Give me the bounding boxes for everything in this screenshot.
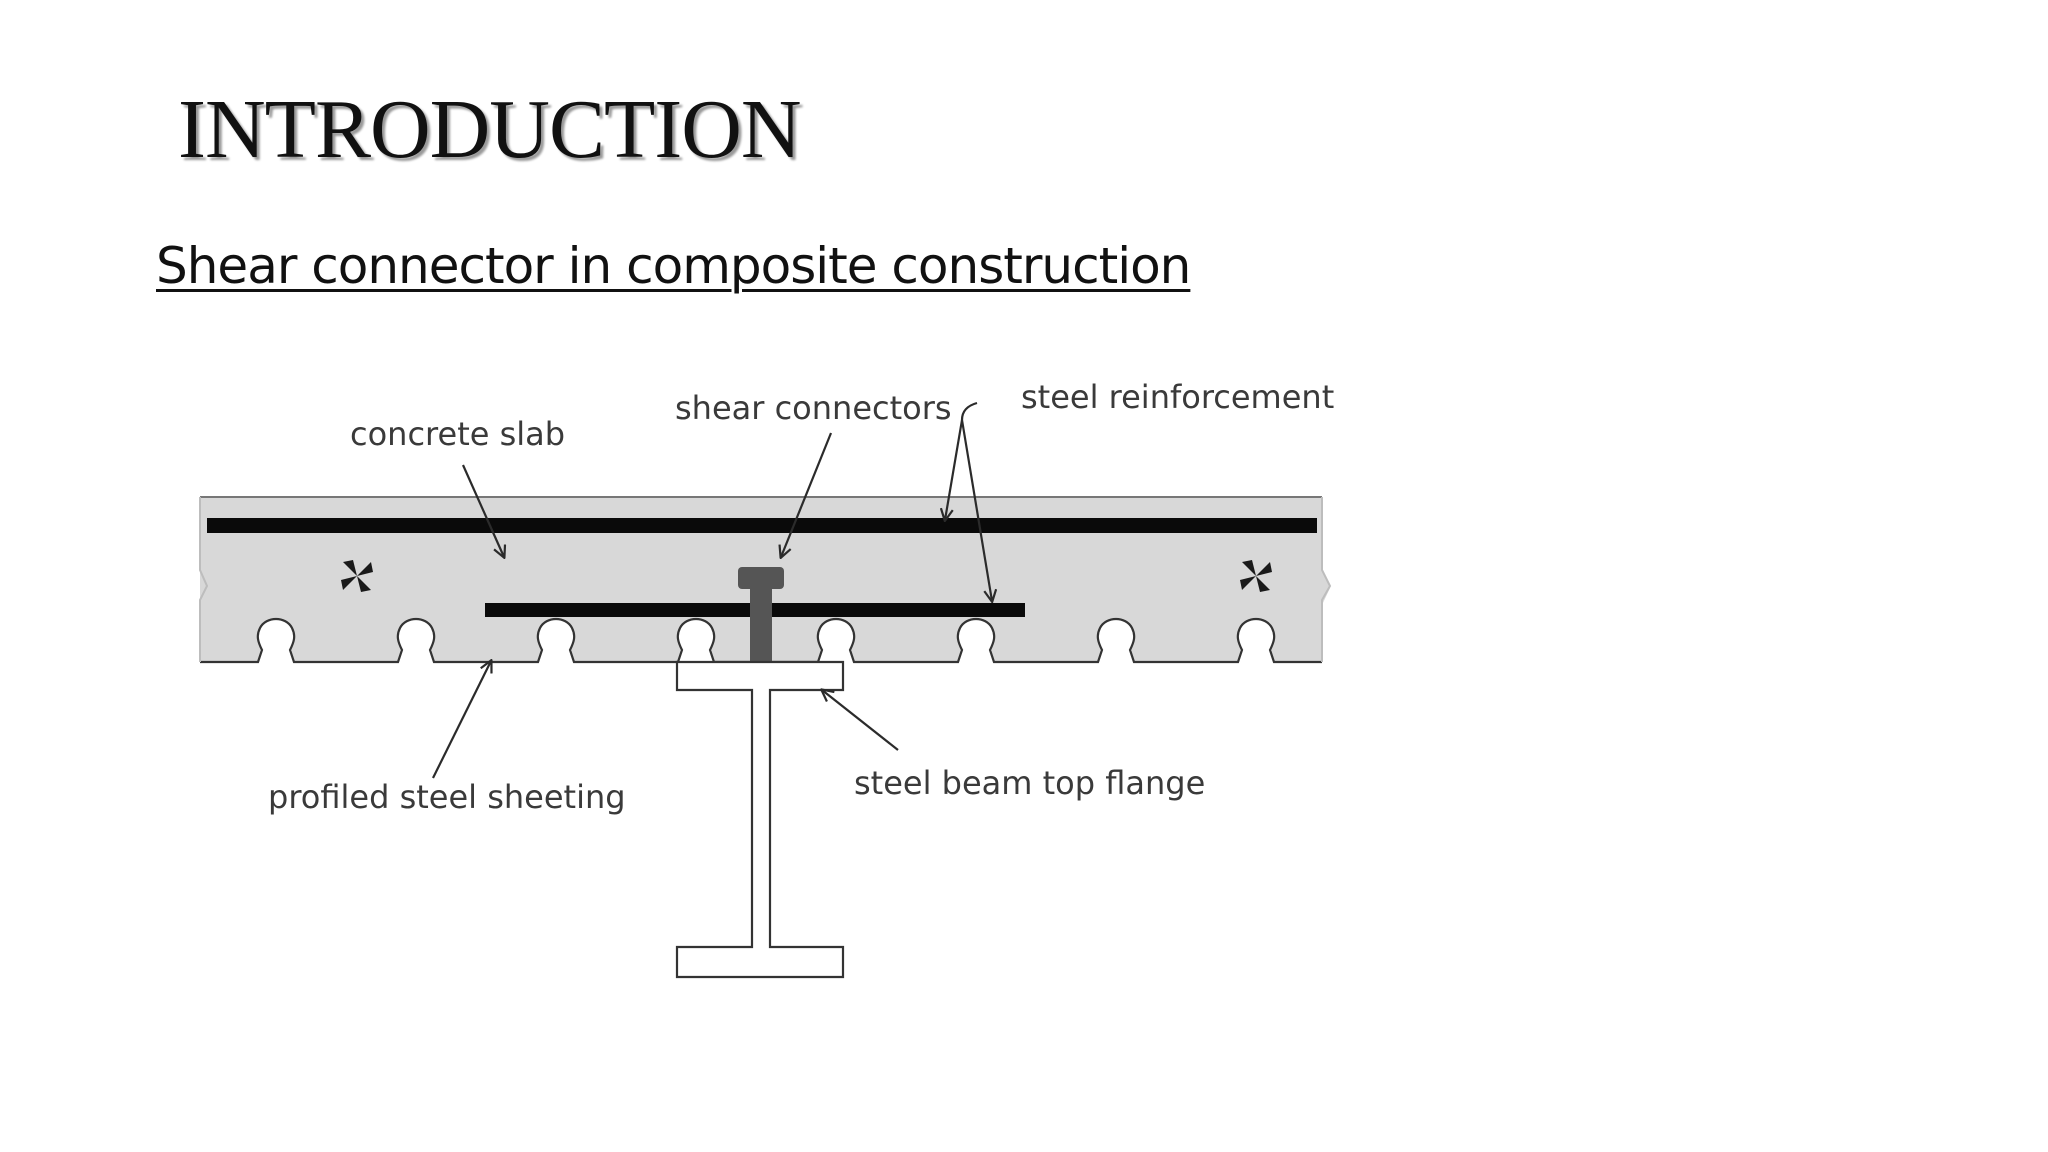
label-steel-reinforcement: steel reinforcement (1021, 378, 1334, 416)
label-steel-beam-top-flange: steel beam top flange (854, 764, 1205, 802)
steel-reinforcement-arrow-bottom (960, 419, 992, 601)
aggregate-symbol-left (341, 560, 373, 592)
profiled-steel-sheeting-arrow (432, 661, 491, 779)
slab-right-end (1321, 497, 1332, 662)
steel-i-beam (675, 660, 845, 979)
shear-connector-head (738, 567, 784, 589)
concrete-slab-arrow (461, 464, 504, 557)
slide-title: INTRODUCTION (178, 83, 802, 176)
label-shear-connectors: shear connectors (675, 389, 952, 427)
shear-connector-shank (750, 589, 772, 662)
steel-reinforcement-leader (960, 401, 978, 421)
aggregate-symbol-right (1240, 560, 1272, 592)
shear-connectors-arrow (781, 432, 833, 557)
slab-left-end (199, 497, 209, 662)
steel-beam-top-flange-arrow (822, 690, 899, 751)
steel-reinforcement-arrow-top (945, 419, 964, 520)
top-reinforcement-bar (207, 518, 1317, 533)
label-profiled-steel-sheeting: profiled steel sheeting (268, 778, 626, 816)
slide-subtitle: Shear connector in composite constructio… (156, 237, 1191, 295)
label-concrete-slab: concrete slab (350, 415, 565, 453)
